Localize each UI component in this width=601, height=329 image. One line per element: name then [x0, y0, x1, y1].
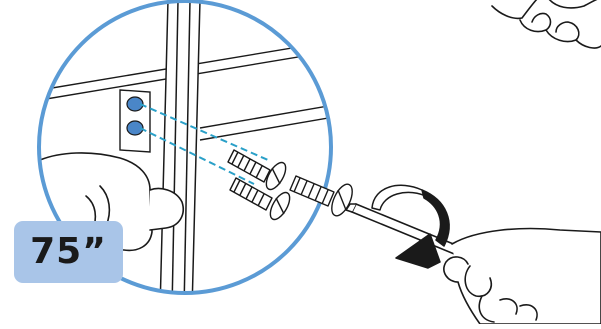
screw-hole-plate — [120, 90, 150, 152]
size-badge: 75” — [14, 221, 123, 283]
hand-icon-right — [444, 229, 601, 324]
size-label: 75” — [30, 234, 107, 270]
hand-icon-top-right — [492, 0, 601, 48]
